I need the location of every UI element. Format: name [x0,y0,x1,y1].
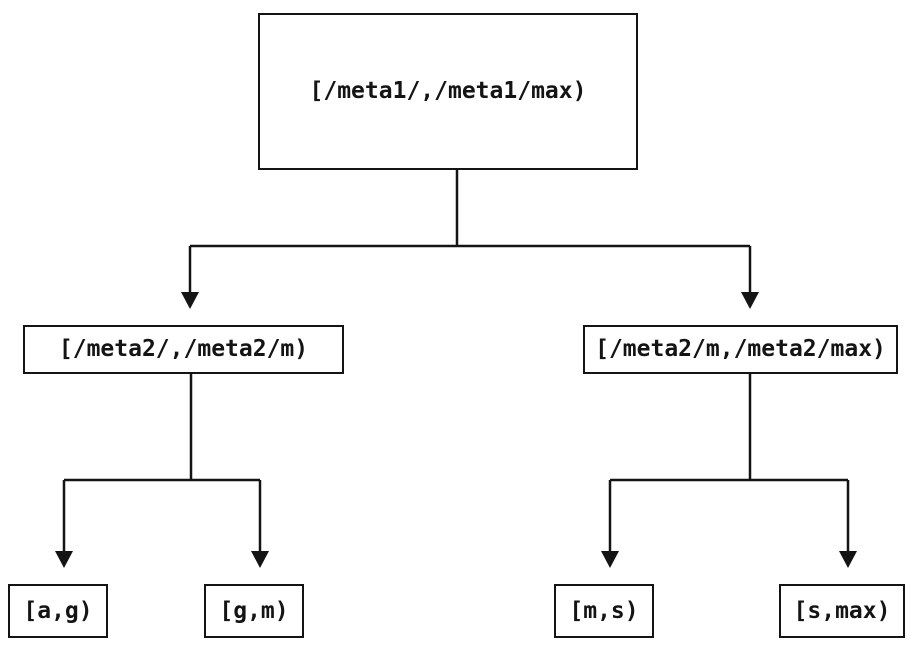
arrowhead-icon [251,551,269,568]
node-meta2-upper-range: [/meta2/m,/meta2/max) [583,325,898,374]
node-label: [s,max) [793,597,891,624]
node-label: [m,s) [569,597,639,624]
node-leaf-a-g: [a,g) [8,584,108,638]
node-label: [/meta2/,/meta2/m) [58,336,309,362]
edge-left-child-to-leaves [55,374,269,568]
arrowhead-icon [839,551,857,568]
node-leaf-s-max: [s,max) [779,584,905,638]
arrowhead-icon [181,292,199,309]
node-label: [/meta1/,/meta1/max) [309,78,587,104]
node-leaf-m-s: [m,s) [554,584,654,638]
edge-right-child-to-leaves [601,374,857,568]
node-label: [a,g) [23,597,93,624]
arrowhead-icon [55,551,73,568]
node-label: [/meta2/m,/meta2/max) [595,336,886,362]
arrowhead-icon [741,292,759,309]
node-meta2-lower-range: [/meta2/,/meta2/m) [23,325,344,374]
node-root-meta1-range: [/meta1/,/meta1/max) [258,13,638,170]
arrowhead-icon [601,551,619,568]
node-leaf-g-m: [g,m) [204,584,304,638]
node-label: [g,m) [219,597,289,624]
edge-root-to-children [181,170,759,309]
